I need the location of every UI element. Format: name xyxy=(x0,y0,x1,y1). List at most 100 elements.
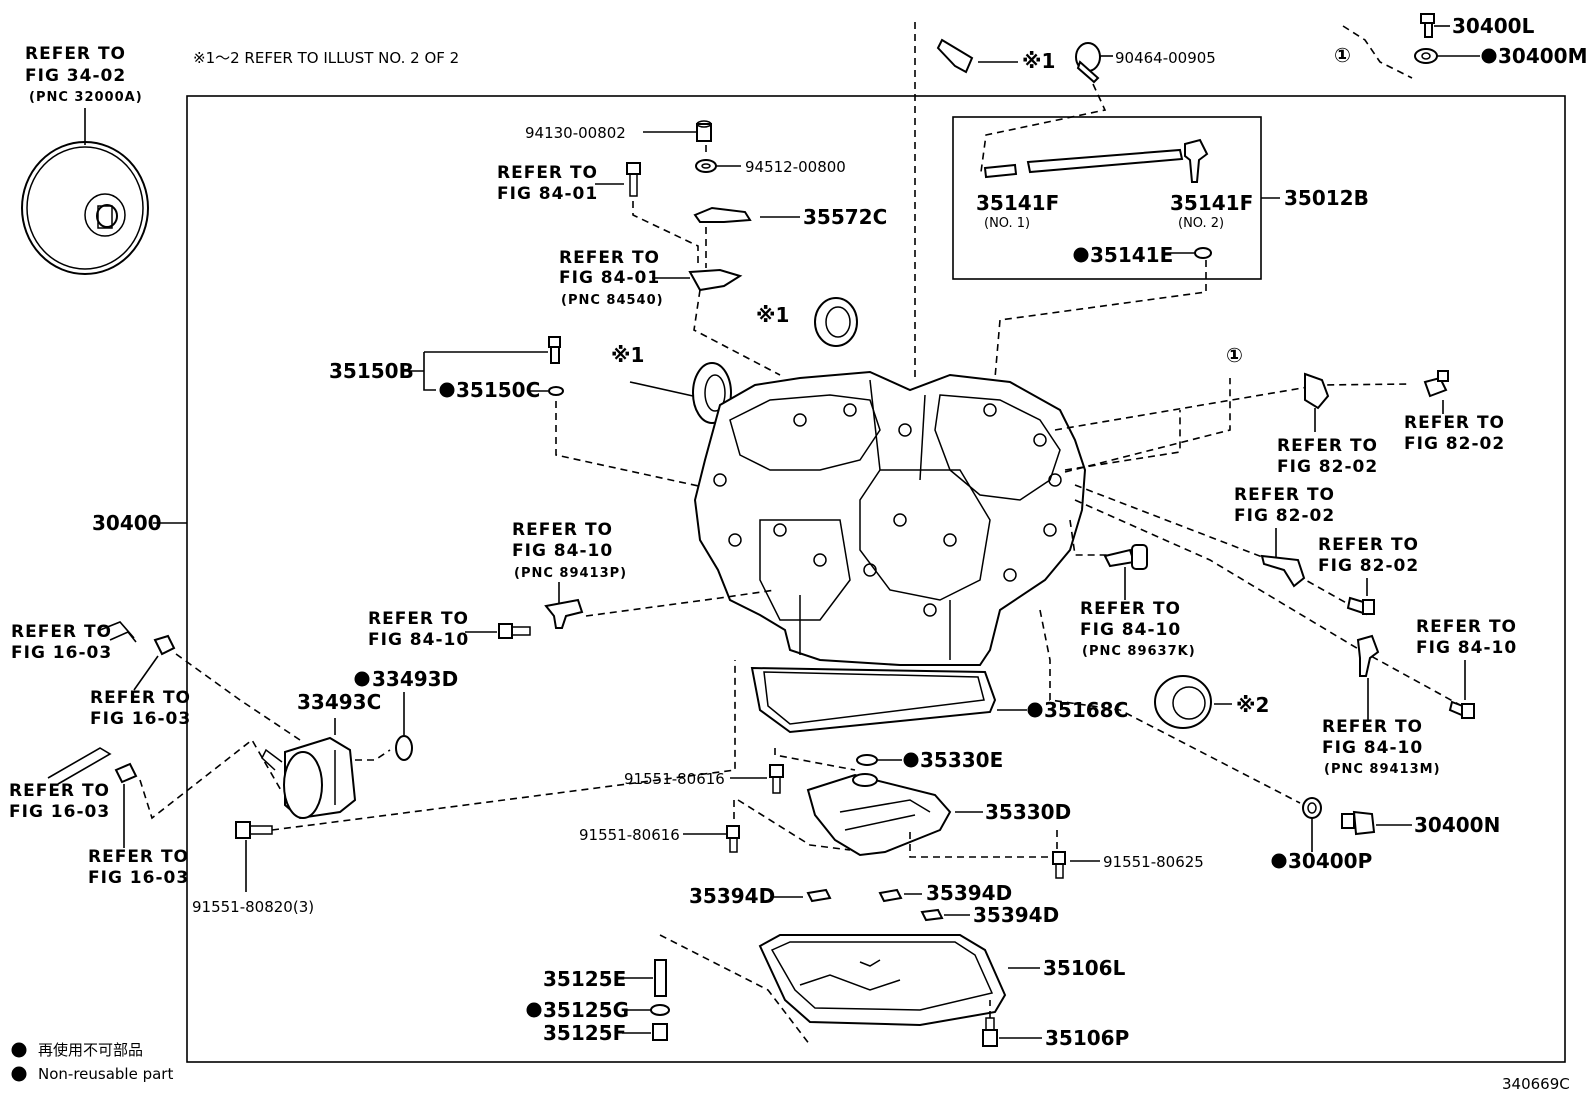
bolt-fig-84-01: REFER TO FIG 84-01 xyxy=(497,162,641,204)
oil-seal-x1-lower: ※1 xyxy=(611,343,732,424)
svg-text:35394D: 35394D xyxy=(973,903,1059,927)
oil-seal-x1-upper: ※1 xyxy=(756,297,858,347)
svg-text:FIG 16-03: FIG 16-03 xyxy=(90,709,191,729)
svg-text:33493C: 33493C xyxy=(297,690,381,714)
oil-pan-35106L: 35106L xyxy=(758,934,1126,1027)
plug-35125F: 35125F xyxy=(543,1021,668,1045)
svg-text:35330E: 35330E xyxy=(920,748,1003,772)
gasket-35168C: 35168C xyxy=(750,666,1128,734)
svg-text:(PNC 89413P): (PNC 89413P) xyxy=(514,566,627,581)
svg-text:91551-80616: 91551-80616 xyxy=(624,770,725,788)
svg-text:35141F: 35141F xyxy=(976,191,1059,215)
svg-text:91551-80616: 91551-80616 xyxy=(579,826,680,844)
legend-jp: 再使用不可部品 xyxy=(38,1041,143,1059)
bolt-fig-82-02-b: REFER TO FIG 82-02 xyxy=(1404,370,1505,454)
svg-text:94512-00800: 94512-00800 xyxy=(745,158,846,176)
svg-text:FIG 82-02: FIG 82-02 xyxy=(1318,556,1419,576)
svg-text:90464-00905: 90464-00905 xyxy=(1115,49,1216,67)
gasket-35125G: 35125G xyxy=(526,998,670,1022)
svg-text:35106P: 35106P xyxy=(1045,1026,1129,1050)
level-plug-35125E: 35125E xyxy=(543,959,667,997)
svg-text:FIG 84-01: FIG 84-01 xyxy=(559,268,660,288)
svg-text:REFER TO: REFER TO xyxy=(1322,717,1423,737)
svg-text:REFER TO: REFER TO xyxy=(9,781,110,801)
diagram-id: 340669C xyxy=(1502,1075,1570,1093)
svg-text:35012B: 35012B xyxy=(1284,186,1369,210)
clamp-fig-16-03-b: REFER TO FIG 16-03 xyxy=(90,634,191,729)
ref-fig-16-03-c: REFER TO FIG 16-03 xyxy=(9,747,112,822)
bracket-fig-82-02-a: REFER TO FIG 82-02 xyxy=(1277,372,1378,477)
svg-text:35141F: 35141F xyxy=(1170,191,1253,215)
magnet-35394D-a: 35394D xyxy=(689,884,832,908)
svg-text:REFER TO: REFER TO xyxy=(1080,599,1181,619)
svg-text:REFER TO: REFER TO xyxy=(90,688,191,708)
svg-text:35125G: 35125G xyxy=(543,998,629,1022)
transaxle-case xyxy=(693,370,1087,666)
ref-fig-84-01-pnc84540: REFER TO FIG 84-01 (PNC 84540) xyxy=(559,248,743,308)
oring-35330E: 35330E xyxy=(856,748,1003,772)
bolt-91551-80616-b: 91551-80616 xyxy=(579,825,740,853)
svg-text:35394D: 35394D xyxy=(926,881,1012,905)
nut-94130: 94130-00802 xyxy=(525,120,712,142)
bolt-91551-80625: 91551-80625 xyxy=(1052,851,1204,879)
washer-94512: 94512-00800 xyxy=(695,158,846,176)
circle-ref-1-top: ① xyxy=(1334,43,1351,67)
svg-text:REFER TO: REFER TO xyxy=(25,44,126,64)
non-reusable-dot xyxy=(1271,853,1287,869)
svg-text:30400N: 30400N xyxy=(1414,813,1500,837)
drain-plug-35106P: 35106P xyxy=(982,1017,1129,1050)
oring-35150C: 35150C xyxy=(439,378,564,402)
svg-text:REFER TO: REFER TO xyxy=(1277,436,1378,456)
svg-text:FIG 84-10: FIG 84-10 xyxy=(368,630,469,650)
oil-cooler-33493C: 33493C xyxy=(261,690,381,820)
svg-text:(PNC 89413M): (PNC 89413M) xyxy=(1324,762,1441,777)
bolt-x1-top: ※1 xyxy=(936,38,1055,74)
non-reusable-dot xyxy=(439,382,455,398)
svg-text:91551-80625: 91551-80625 xyxy=(1103,853,1204,871)
svg-text:REFER TO: REFER TO xyxy=(1404,413,1505,433)
svg-text:30400L: 30400L xyxy=(1452,14,1535,38)
non-reusable-dot xyxy=(354,671,370,687)
kit-35012B: 35012B xyxy=(1261,186,1369,210)
part-30400: 30400 xyxy=(92,511,162,535)
gasket-30400P: 30400P xyxy=(1271,797,1372,873)
oring-35141E: 35141E xyxy=(1073,243,1212,267)
svg-text:REFER TO: REFER TO xyxy=(1416,617,1517,637)
svg-text:FIG 84-10: FIG 84-10 xyxy=(1080,620,1181,640)
oring-33493D: 33493D xyxy=(354,667,458,761)
svg-text:35150C: 35150C xyxy=(456,378,540,402)
clamp-fig-16-03-d: REFER TO FIG 16-03 xyxy=(88,762,188,888)
clip-90464: 90464-00905 xyxy=(1075,42,1216,84)
non-reusable-dot xyxy=(11,1066,27,1082)
svg-text:※1: ※1 xyxy=(1022,49,1055,73)
plug-35150B: 35150B xyxy=(329,336,561,391)
svg-text:REFER TO: REFER TO xyxy=(559,248,660,268)
svg-text:FIG 84-10: FIG 84-10 xyxy=(512,541,613,561)
legend-en: Non-reusable part xyxy=(38,1065,173,1083)
bracket-fig-82-02-c: REFER TO FIG 82-02 xyxy=(1234,485,1335,588)
magnet-35394D-c: 35394D xyxy=(920,903,1059,927)
torque-converter xyxy=(21,108,149,275)
svg-text:REFER TO: REFER TO xyxy=(368,609,469,629)
svg-text:(PNC 89637K): (PNC 89637K) xyxy=(1082,644,1196,659)
svg-text:※2: ※2 xyxy=(1236,693,1269,717)
non-reusable-dot xyxy=(1027,702,1043,718)
main-frame xyxy=(186,95,1566,1063)
sensor-fig-84-10-pnc89413P: REFER TO FIG 84-10 (PNC 89413P) xyxy=(512,520,627,629)
non-reusable-dot xyxy=(11,1042,27,1058)
sensor-fig-84-10-pnc89637K: REFER TO FIG 84-10 (PNC 89637K) xyxy=(1080,544,1196,659)
bolt-fig-82-02-d: REFER TO FIG 82-02 xyxy=(1318,535,1419,616)
legend: 再使用不可部品 Non-reusable part xyxy=(11,1041,173,1083)
svg-text:FIG 82-02: FIG 82-02 xyxy=(1404,434,1505,454)
svg-text:FIG 82-02: FIG 82-02 xyxy=(1234,506,1335,526)
svg-text:35125E: 35125E xyxy=(543,967,626,991)
bracket-35572C: 35572C xyxy=(693,205,887,229)
bolt-fig-84-10-right: REFER TO FIG 84-10 xyxy=(1416,617,1517,719)
svg-text:35394D: 35394D xyxy=(689,884,775,908)
sensor-35141F-no2: 35141F (NO. 2) xyxy=(1170,191,1253,231)
non-reusable-dot xyxy=(903,752,919,768)
svg-text:35125F: 35125F xyxy=(543,1021,626,1045)
svg-text:(NO. 2): (NO. 2) xyxy=(1178,216,1224,231)
svg-text:94130-00802: 94130-00802 xyxy=(525,124,626,142)
svg-text:FIG 84-01: FIG 84-01 xyxy=(497,184,598,204)
